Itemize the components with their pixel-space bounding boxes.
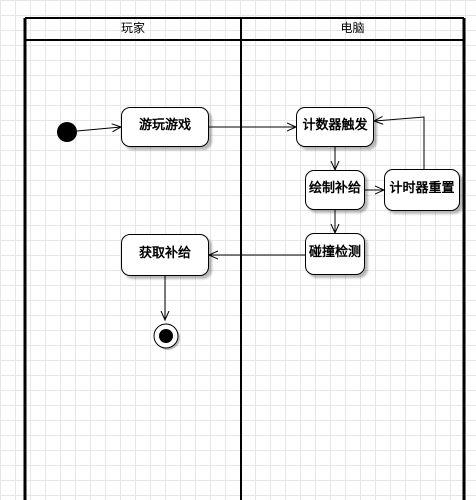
edge-start-to-play-game [76, 127, 121, 131]
activity-label: 绘制补给 [308, 180, 361, 196]
end-node [153, 323, 180, 350]
activity-label: 计数器触发 [302, 117, 368, 133]
activity-counter-trigger: 计数器触发 [296, 107, 374, 147]
activity-timer-reset: 计时器重置 [384, 169, 460, 211]
lane-title-player: 玩家 [120, 21, 145, 35]
lane-title-computer: 电脑 [340, 21, 365, 35]
edge-timer-reset-to-counter-trigger [374, 117, 425, 169]
activity-play-game: 游玩游戏 [121, 107, 209, 147]
activity-label: 碰撞检测 [308, 244, 361, 260]
activity-collision-detect: 碰撞检测 [305, 233, 365, 275]
activity-draw-supply: 绘制补给 [305, 170, 365, 210]
activity-label: 游玩游戏 [138, 117, 191, 133]
activity-label: 计时器重置 [389, 180, 455, 196]
activity-label: 获取补给 [138, 245, 191, 261]
activity-get-supply: 获取补给 [121, 234, 209, 276]
start-node [57, 122, 77, 142]
swimlane-frame [23, 17, 466, 500]
